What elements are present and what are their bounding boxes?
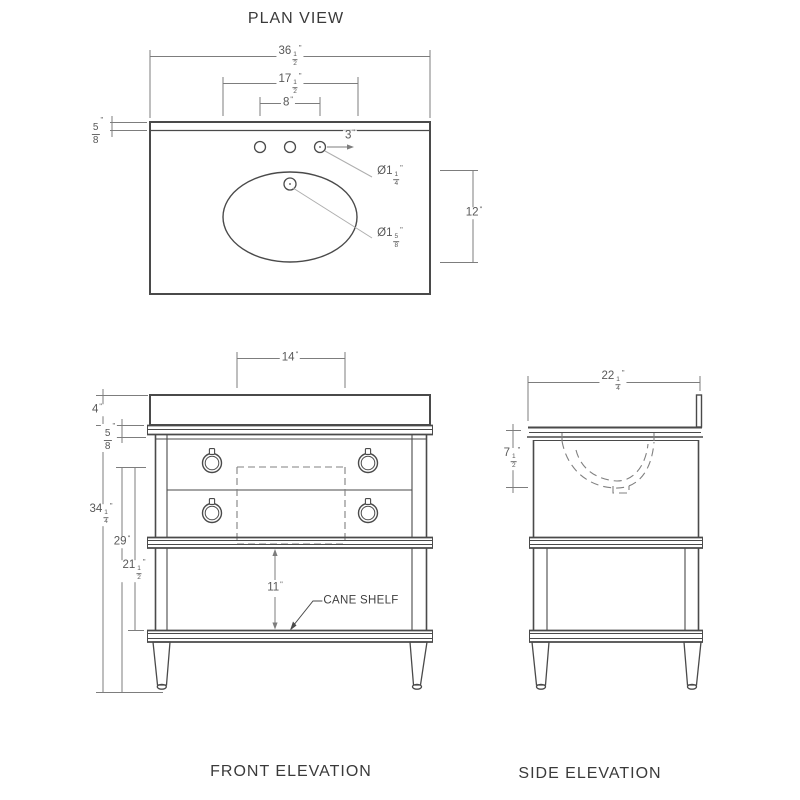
ring-pull (201, 498, 223, 524)
faucet-holes (253, 140, 327, 154)
sink-bowl-hidden-profile (561, 433, 655, 494)
dim-front-backsplash-height: 4" (89, 401, 105, 416)
ring-pull (201, 448, 223, 474)
cane-shelf-note: CANE SHELF (322, 594, 400, 607)
side-counter (527, 426, 703, 441)
side-dimension-lines (506, 376, 701, 493)
plan-view-title: PLAN VIEW (247, 10, 345, 27)
front-elevation-drawing (147, 394, 433, 690)
front-legs (152, 641, 428, 690)
front-mid-rail (147, 536, 433, 549)
ring-pull (357, 498, 379, 524)
sink-basin-oval (222, 171, 358, 263)
countertop-outline (149, 121, 431, 295)
dim-front-cutout-width: 14" (279, 349, 301, 364)
plan-dimension-lines (110, 50, 478, 263)
dim-plan-faucet-spread: 8" (280, 94, 296, 109)
front-bottom-shelf-rail (147, 629, 433, 643)
plan-leader-lines (292, 150, 373, 239)
front-backsplash (149, 394, 431, 426)
drain-hole (283, 177, 297, 191)
dim-front-shelf-clearance: 11" (265, 579, 285, 594)
sink-cutout-hidden-line (236, 466, 346, 545)
side-bottom-shelf-rail (529, 629, 703, 643)
ring-pull (357, 448, 379, 474)
side-backsplash (695, 394, 703, 428)
front-cabinet-body (154, 435, 428, 630)
side-legs (531, 641, 702, 690)
dim-plan-sink-depth: 12" (463, 204, 485, 219)
front-elevation-title: FRONT ELEVATION (210, 763, 372, 780)
drawer-ring-pulls (201, 448, 379, 524)
side-elevation-drawing (527, 394, 703, 690)
side-mid-rail (529, 536, 703, 549)
front-counter-molding (147, 424, 433, 436)
plan-view-drawing (149, 121, 431, 295)
side-cabinet-body (532, 440, 700, 630)
dim-plan-hole-offset: 3" (342, 127, 358, 142)
dim-front-body-height: 29" (111, 533, 133, 548)
side-elevation-title: SIDE ELEVATION (518, 765, 662, 782)
